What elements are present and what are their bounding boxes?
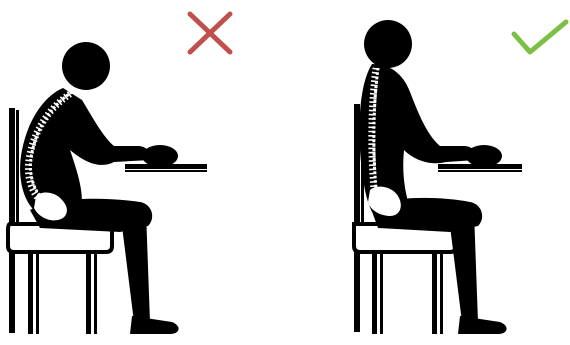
check-icon bbox=[514, 22, 566, 52]
slouching-figure bbox=[20, 42, 178, 334]
head bbox=[62, 42, 110, 90]
correct-posture-panel bbox=[354, 20, 566, 334]
head bbox=[364, 20, 412, 68]
cross-icon bbox=[190, 14, 230, 52]
incorrect-posture-panel bbox=[8, 14, 230, 334]
